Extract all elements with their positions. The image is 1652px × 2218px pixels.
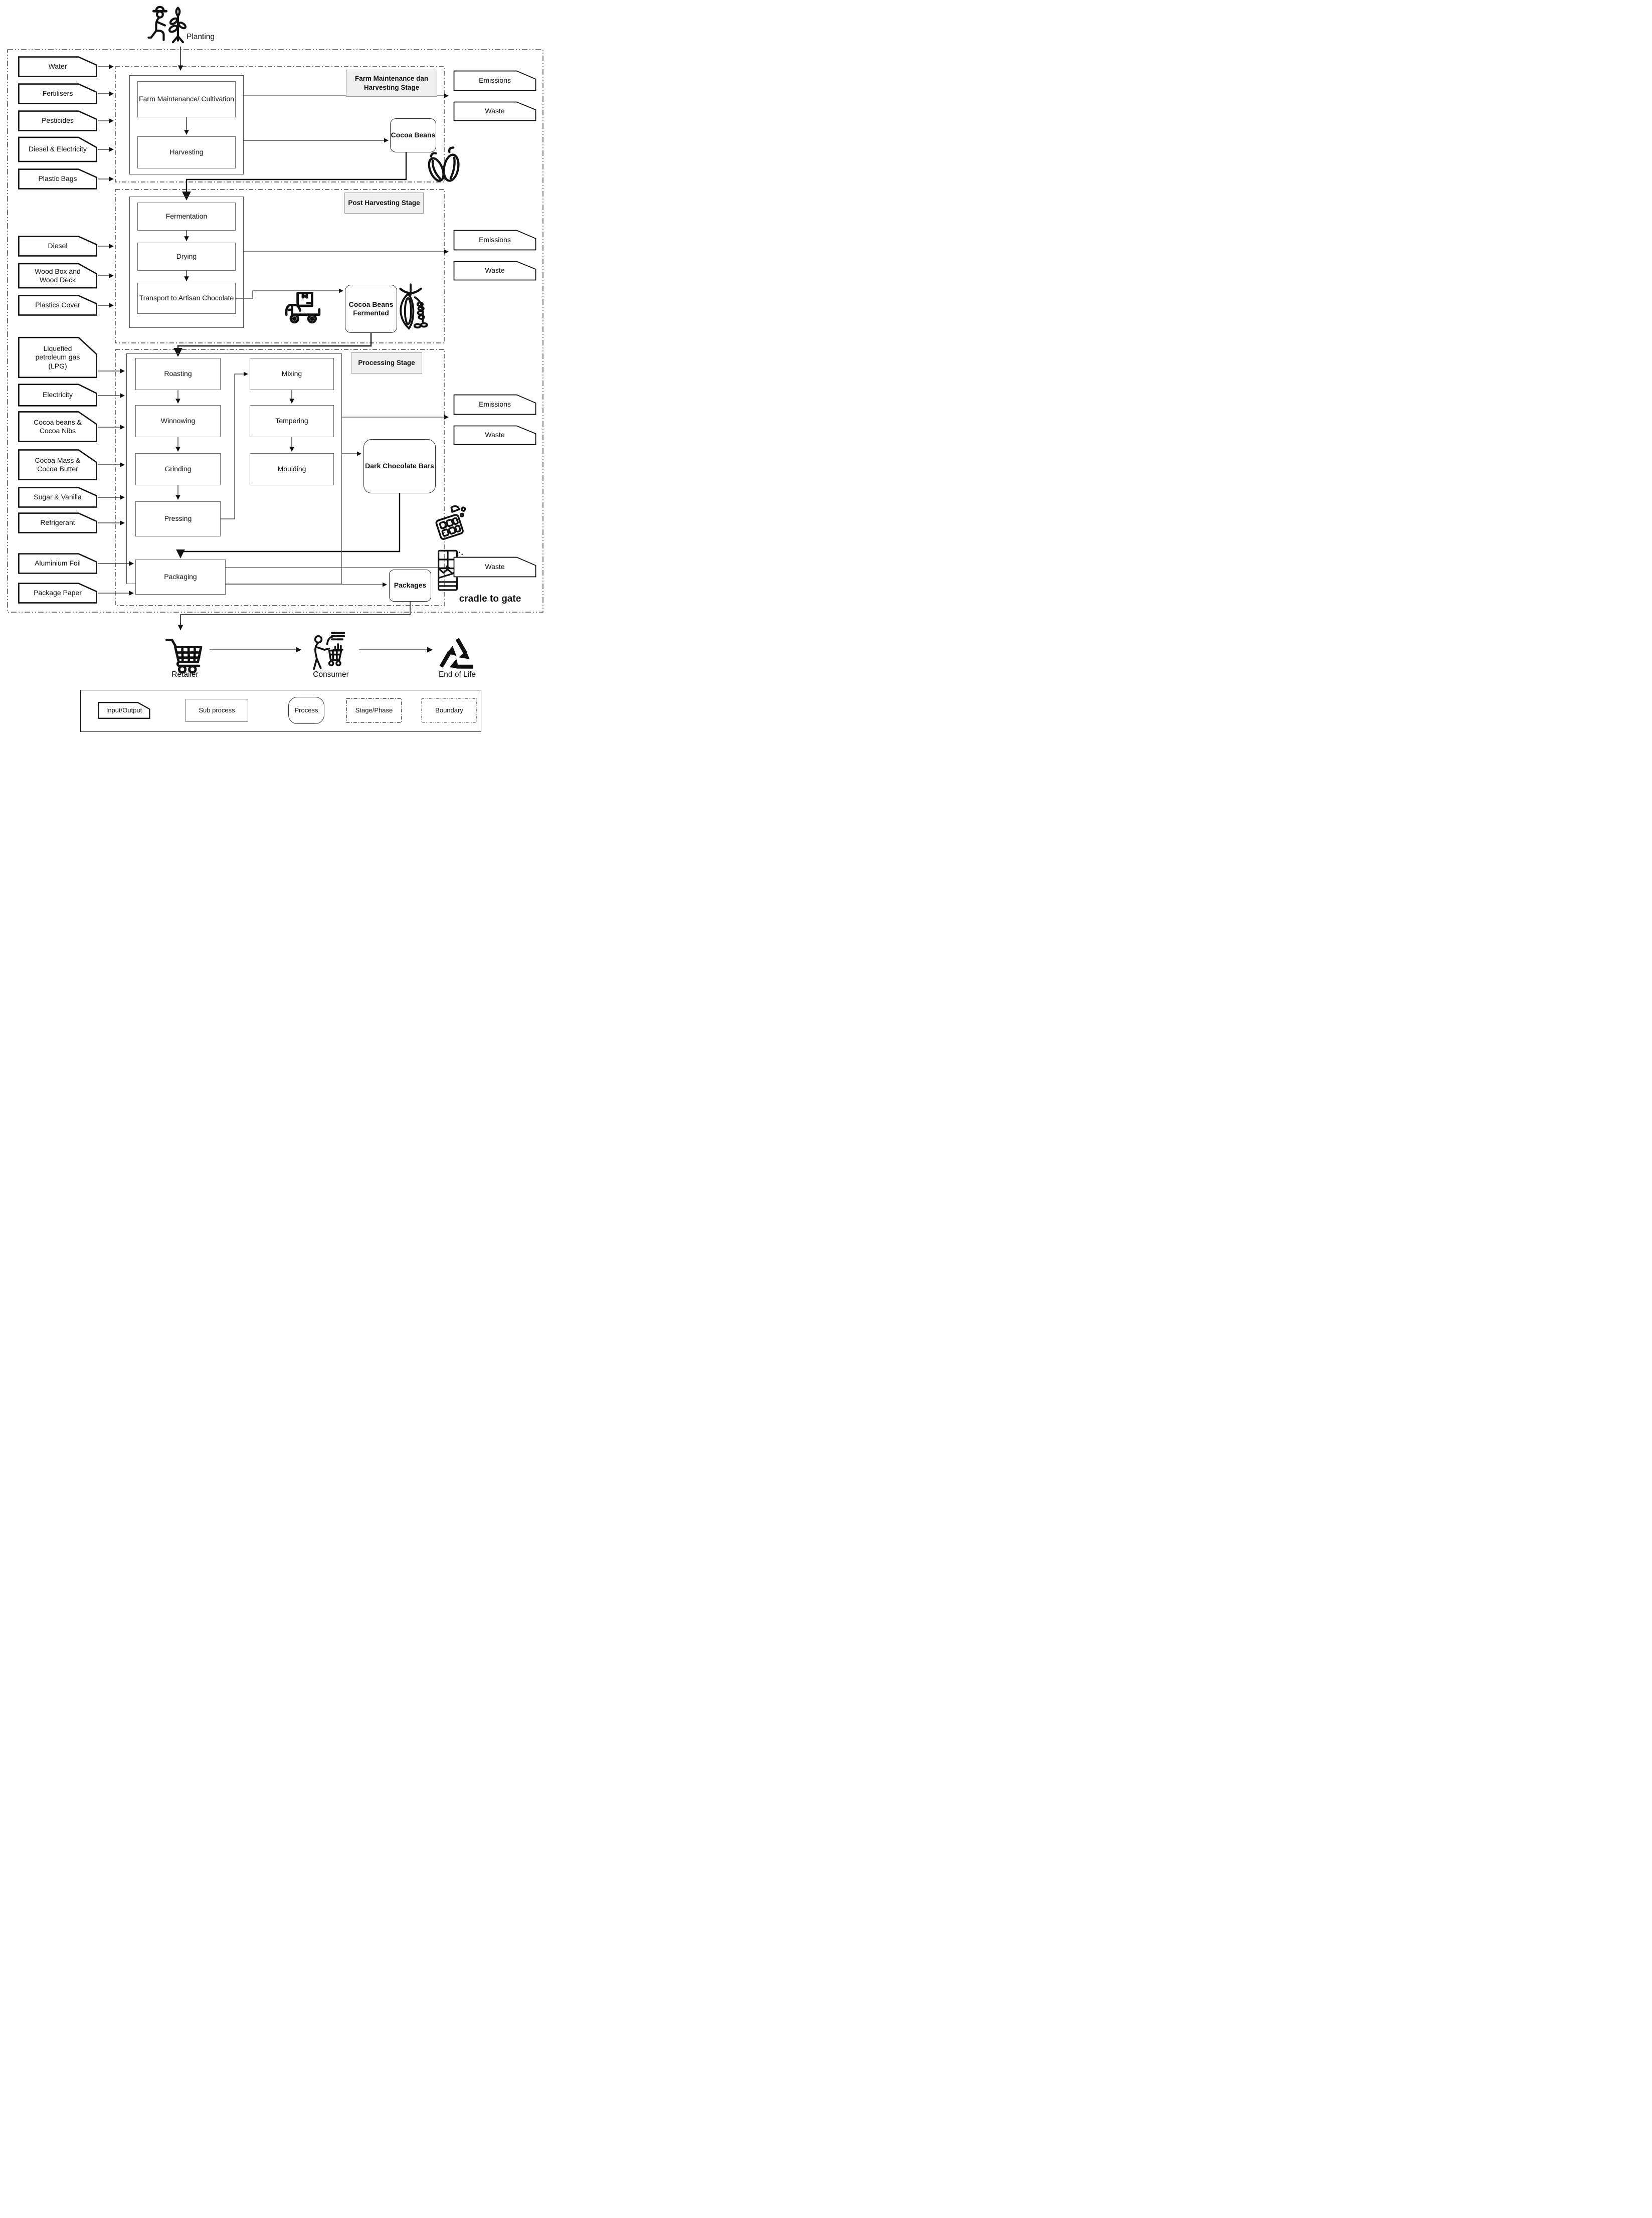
legend-input-output: Input/Output bbox=[98, 702, 150, 719]
process-moulding: Moulding bbox=[250, 453, 334, 485]
stage3-subprocess-container bbox=[126, 353, 342, 584]
input-fertilisers: Fertilisers bbox=[18, 83, 98, 104]
stage3-title: Processing Stage bbox=[351, 352, 422, 374]
stage1-title: Farm Maintenance dan Harvesting Stage bbox=[346, 70, 437, 97]
legend-sub-process: Sub process bbox=[186, 699, 248, 722]
open-cocoa-pod-icon bbox=[389, 281, 432, 333]
delivery-truck-icon bbox=[281, 289, 333, 329]
legend-boundary: Boundary bbox=[421, 698, 477, 723]
stage2-title: Post Harvesting Stage bbox=[344, 193, 424, 214]
retailer-cart-icon bbox=[163, 633, 207, 676]
process-harvesting: Harvesting bbox=[137, 136, 236, 168]
product-dark-chocolate-bars: Dark Chocolate Bars bbox=[363, 439, 436, 493]
legend-stage-phase: Stage/Phase bbox=[346, 698, 402, 723]
recycle-end-of-life-icon bbox=[435, 633, 479, 677]
retailer-label: Retailer bbox=[171, 670, 199, 679]
consumer-label: Consumer bbox=[313, 670, 349, 679]
product-cocoa-beans-fermented: Cocoa Beans Fermented bbox=[345, 285, 397, 333]
cocoa-pods-icon bbox=[419, 142, 468, 191]
input-wood-box-deck: Wood Box and Wood Deck bbox=[18, 263, 98, 289]
input-plastic-bags: Plastic Bags bbox=[18, 168, 98, 190]
consumer-icon bbox=[305, 630, 356, 678]
process-fermentation: Fermentation bbox=[137, 203, 236, 231]
output-waste-4: Waste bbox=[453, 557, 537, 578]
planting-label: Planting bbox=[187, 32, 215, 41]
process-roasting: Roasting bbox=[135, 358, 221, 390]
input-cocoa-beans-nibs: Cocoa beans & Cocoa Nibs bbox=[18, 411, 98, 443]
input-lpg: Liquefied petroleum gas (LPG) bbox=[18, 336, 98, 379]
chocolate-broken-bar-icon bbox=[426, 501, 471, 545]
output-emissions-2: Emissions bbox=[453, 230, 537, 251]
output-waste-1: Waste bbox=[453, 101, 537, 121]
process-pressing: Pressing bbox=[135, 501, 221, 536]
input-electricity: Electricity bbox=[18, 384, 98, 407]
input-package-paper: Package Paper bbox=[18, 583, 98, 604]
farmer-planting-icon bbox=[144, 2, 191, 47]
input-plastics-cover: Plastics Cover bbox=[18, 295, 98, 316]
process-transport: Transport to Artisan Chocolate bbox=[137, 283, 236, 314]
system-boundary bbox=[7, 49, 543, 613]
cradle-to-gate-label: cradle to gate bbox=[459, 594, 521, 605]
input-sugar-vanilla: Sugar & Vanilla bbox=[18, 487, 98, 508]
end-of-life-label: End of Life bbox=[438, 670, 476, 679]
process-farm-maintenance: Farm Maintenance/ Cultivation bbox=[137, 81, 236, 117]
product-packages: Packages bbox=[389, 570, 431, 602]
output-waste-3: Waste bbox=[453, 425, 537, 445]
process-winnowing: Winnowing bbox=[135, 405, 221, 437]
input-water: Water bbox=[18, 56, 98, 77]
process-drying: Drying bbox=[137, 243, 236, 271]
process-tempering: Tempering bbox=[250, 405, 334, 437]
input-refrigerant: Refrigerant bbox=[18, 512, 98, 533]
legend-process: Process bbox=[288, 697, 324, 724]
output-waste-2: Waste bbox=[453, 261, 537, 281]
process-packaging: Packaging bbox=[135, 560, 226, 595]
stage1-subprocess-container bbox=[129, 75, 244, 174]
output-emissions-1: Emissions bbox=[453, 70, 537, 91]
input-diesel-electricity: Diesel & Electricity bbox=[18, 136, 98, 162]
process-mixing: Mixing bbox=[250, 358, 334, 390]
product-cocoa-beans: Cocoa Beans bbox=[390, 118, 436, 152]
input-aluminium-foil: Aluminium Foil bbox=[18, 553, 98, 574]
input-pesticides: Pesticides bbox=[18, 110, 98, 131]
input-diesel: Diesel bbox=[18, 236, 98, 257]
input-cocoa-mass-butter: Cocoa Mass & Cocoa Butter bbox=[18, 449, 98, 481]
lca-flow-diagram: Planting Water Fertilisers Pesticides Di… bbox=[0, 0, 552, 740]
process-grinding: Grinding bbox=[135, 453, 221, 485]
output-emissions-3: Emissions bbox=[453, 394, 537, 415]
